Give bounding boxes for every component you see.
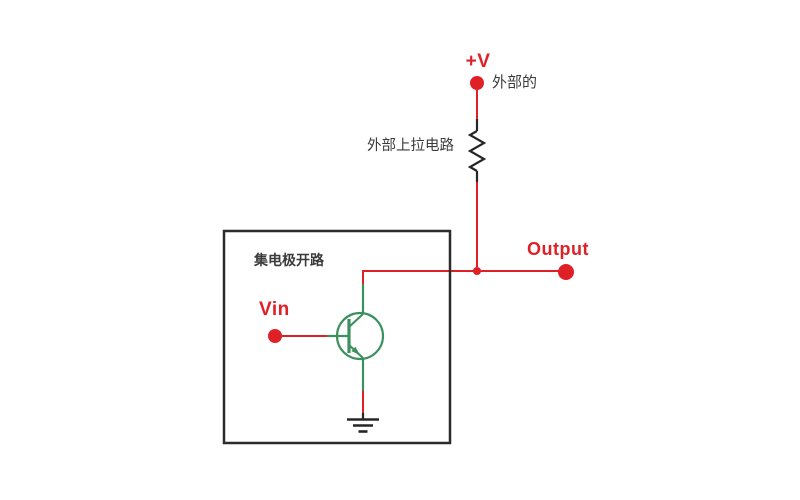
output-label: Output: [527, 239, 589, 259]
collector-diagonal: [348, 313, 364, 328]
ic-box-outline: [222, 229, 452, 445]
vin-label: Vin: [259, 299, 290, 320]
pullup-resistor-symbol: [467, 130, 487, 182]
output-terminal-dot: [558, 264, 574, 280]
open-collector-label: 集电极开路: [254, 253, 324, 269]
supply-terminal-dot: [470, 76, 484, 90]
junction-dot: [473, 267, 481, 275]
emitter-arrowhead: [351, 346, 360, 355]
vin-terminal-dot: [268, 329, 282, 343]
external-note-label: 外部的: [492, 73, 538, 91]
ground-symbol: [347, 418, 379, 433]
resistor-zigzag: [467, 130, 487, 172]
supply-label: +V: [465, 51, 491, 72]
npn-transistor-symbol: [327, 284, 385, 391]
pullup-note-label: 外部上拉电路: [367, 138, 454, 154]
